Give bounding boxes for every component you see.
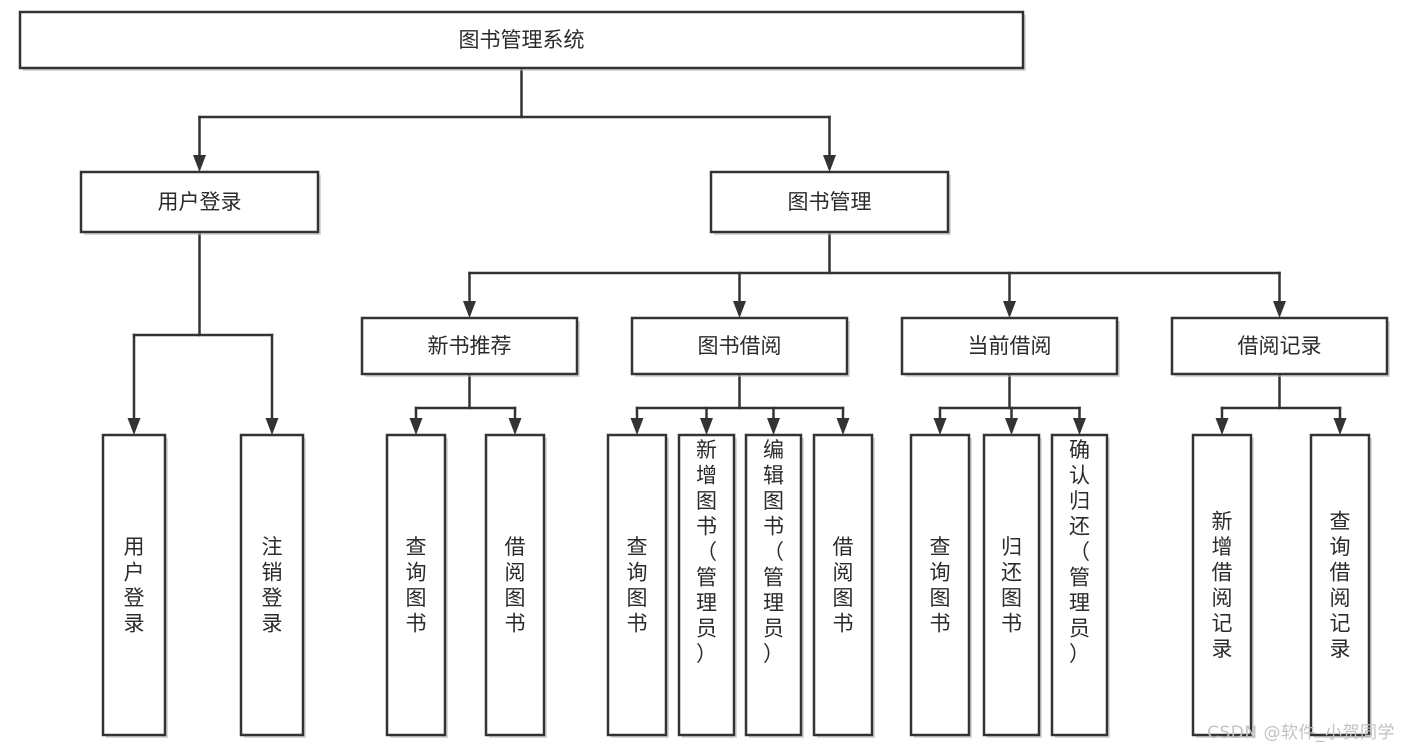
node-border (677, 433, 736, 737)
node-label: 当前借阅 (968, 334, 1052, 358)
node-label: 图书管理系统 (459, 28, 585, 52)
node-border (744, 433, 803, 737)
node-leaf-query-book-1[interactable]: 查询图书 (385, 433, 448, 738)
node-current-borrow[interactable]: 当前借阅 (900, 316, 1120, 377)
node-border (101, 433, 167, 737)
node-book-borrow[interactable]: 图书借阅 (630, 316, 850, 377)
node-border (1170, 316, 1389, 376)
node-label: 用户登录 (158, 190, 242, 214)
node-border (900, 316, 1119, 376)
node-border (484, 433, 546, 737)
node-border (1309, 433, 1371, 737)
node-border (79, 170, 320, 234)
node-leaf-add-record[interactable]: 新增借阅记录 (1191, 433, 1254, 738)
node-label: 注销登录 (262, 535, 283, 636)
node-border (606, 433, 668, 737)
node-border (239, 433, 305, 737)
node-leaf-logout[interactable]: 注销登录 (239, 433, 306, 738)
node-leaf-query-book-3[interactable]: 查询图书 (909, 433, 972, 738)
node-label: 查询图书 (930, 535, 951, 636)
node-leaf-user-login[interactable]: 用户登录 (101, 433, 168, 738)
node-label: 图书管理 (788, 190, 872, 214)
node-label: 新增图书（管理员） (696, 438, 717, 666)
node-label: 新增借阅记录 (1212, 510, 1233, 662)
node-border (1191, 433, 1253, 737)
node-label: 借阅图书 (833, 535, 854, 636)
node-label: 新书推荐 (428, 334, 512, 358)
node-label: 查询图书 (627, 535, 648, 636)
node-new-book-rec[interactable]: 新书推荐 (360, 316, 580, 377)
node-label: 确认归还（管理员） (1069, 438, 1090, 666)
node-leaf-query-record[interactable]: 查询借阅记录 (1309, 433, 1372, 738)
node-root[interactable]: 图书管理系统 (18, 10, 1026, 71)
node-border (385, 433, 447, 737)
node-leaf-confirm-return[interactable]: 确认归还（管理员） (1050, 433, 1110, 738)
node-user-login[interactable]: 用户登录 (79, 170, 321, 235)
node-border (360, 316, 579, 376)
node-leaf-query-book-2[interactable]: 查询图书 (606, 433, 669, 738)
node-layer: 图书管理系统用户登录图书管理新书推荐图书借阅当前借阅借阅记录用户登录注销登录查询… (18, 10, 1390, 738)
node-border (909, 433, 971, 737)
node-leaf-return-book[interactable]: 归还图书 (982, 433, 1042, 738)
node-border (982, 433, 1041, 737)
node-border (709, 170, 950, 234)
node-label: 借阅图书 (505, 535, 526, 636)
node-border (1050, 433, 1109, 737)
node-label: 归还图书 (1001, 535, 1022, 636)
node-borrow-record[interactable]: 借阅记录 (1170, 316, 1390, 377)
node-border (812, 433, 874, 737)
node-border (18, 10, 1025, 70)
node-label: 查询图书 (406, 535, 427, 636)
node-leaf-add-book[interactable]: 新增图书（管理员） (677, 433, 737, 738)
node-leaf-borrow-book-2[interactable]: 借阅图书 (812, 433, 875, 738)
node-book-manage[interactable]: 图书管理 (709, 170, 951, 235)
node-label: 借阅记录 (1238, 334, 1322, 358)
node-border (630, 316, 849, 376)
node-leaf-edit-book[interactable]: 编辑图书（管理员） (744, 433, 804, 738)
node-leaf-borrow-book-1[interactable]: 借阅图书 (484, 433, 547, 738)
node-label: 编辑图书（管理员） (763, 438, 784, 666)
node-label: 用户登录 (124, 535, 145, 636)
connector-layer (127, 66, 1347, 435)
node-label: 查询借阅记录 (1330, 510, 1351, 662)
node-label: 图书借阅 (698, 334, 782, 358)
